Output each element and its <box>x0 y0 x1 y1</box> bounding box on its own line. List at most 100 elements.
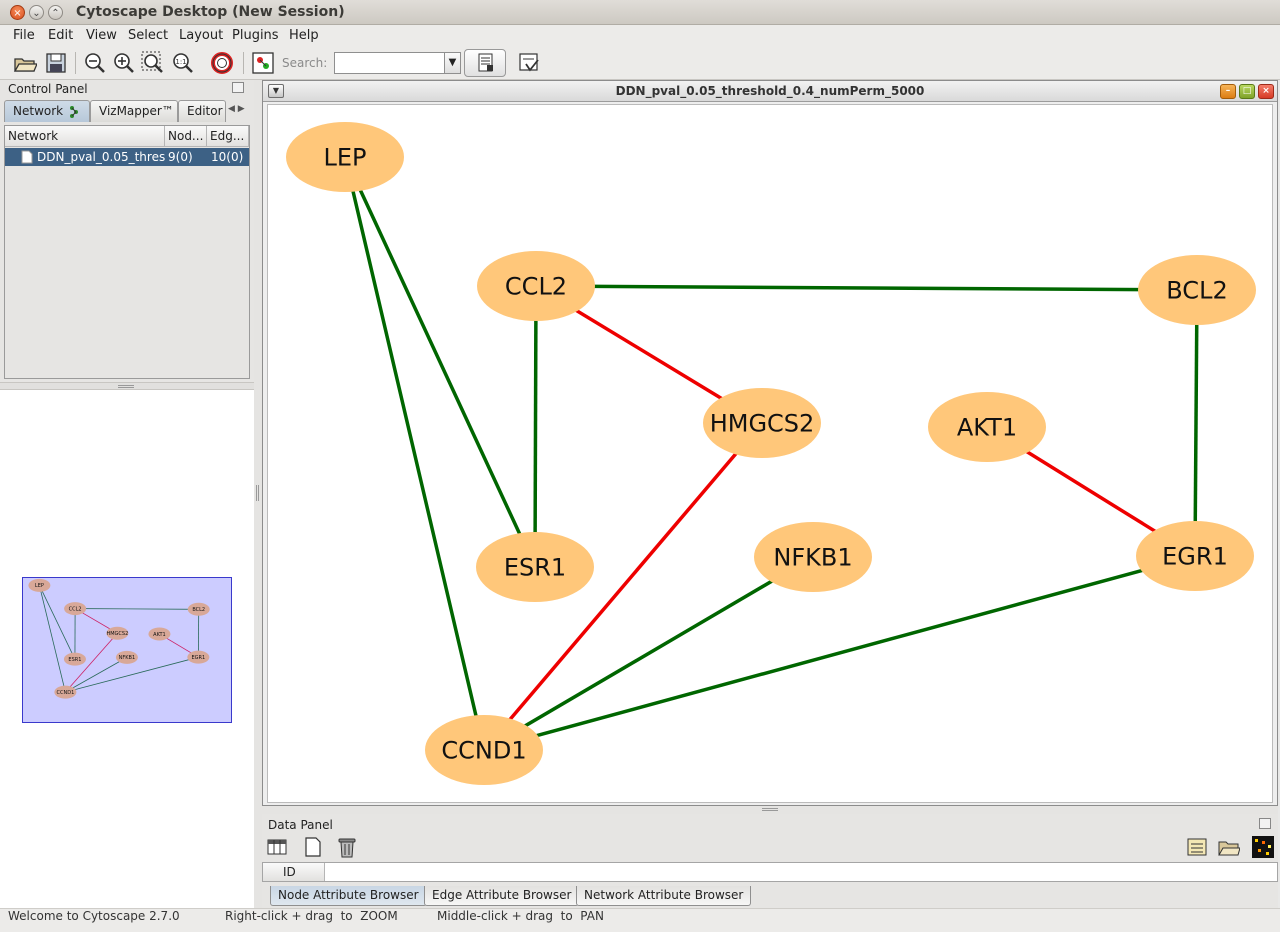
overview-node-ccl2: CCL2 <box>64 602 87 616</box>
heatmap-icon[interactable] <box>1252 836 1274 858</box>
overview-node-shape <box>148 627 171 641</box>
node-ccnd1[interactable]: CCND1 <box>425 715 543 785</box>
node-shape <box>425 715 543 785</box>
window-close-icon[interactable]: × <box>10 5 25 20</box>
overview-node-shape <box>115 650 138 664</box>
frame-close-icon[interactable]: × <box>1258 84 1274 99</box>
node-ccl2[interactable]: CCL2 <box>477 251 595 321</box>
column-network[interactable]: Network <box>5 126 165 147</box>
zoom-selected-icon[interactable] <box>141 51 165 75</box>
edge-ccl2-bcl2[interactable] <box>535 284 1198 292</box>
new-attribute-icon[interactable] <box>302 836 324 858</box>
node-lep[interactable]: LEP <box>286 122 404 192</box>
node-hmgcs2[interactable]: HMGCS2 <box>703 388 821 458</box>
node-shape <box>286 122 404 192</box>
splitter-grip <box>762 808 778 811</box>
frame-maximize-icon[interactable]: □ <box>1239 84 1255 99</box>
tab-editor[interactable]: Editor <box>178 100 226 122</box>
menu-bar: File Edit View Select Layout Plugins Hel… <box>0 25 1280 46</box>
splitter-grip <box>256 485 259 501</box>
menu-file[interactable]: File <box>13 28 35 43</box>
vizmapper-icon[interactable] <box>251 51 275 75</box>
open-folder-icon[interactable] <box>13 51 38 75</box>
node-bcl2[interactable]: BCL2 <box>1138 255 1256 325</box>
edge-ccl2-esr1[interactable] <box>533 285 538 568</box>
tab-vizmapper[interactable]: VizMapper™ <box>90 100 178 122</box>
overview-node-label: NFKB1 <box>119 655 136 661</box>
tab-network-attribute-browser[interactable]: Network Attribute Browser <box>576 886 752 906</box>
overview-node-esr1: ESR1 <box>63 652 86 666</box>
data-panel-splitter[interactable] <box>262 806 1278 814</box>
menu-select[interactable]: Select <box>128 28 169 43</box>
edge-lep-ccnd1[interactable] <box>343 156 486 751</box>
save-icon[interactable] <box>44 51 68 75</box>
frame-menu-icon[interactable]: ▼ <box>268 84 284 98</box>
network-tree-icon <box>69 105 78 118</box>
overview-node-ccnd1: CCND1 <box>54 685 77 699</box>
menu-view[interactable]: View <box>86 28 117 43</box>
splitter-grip <box>118 385 134 388</box>
zoom-in-icon[interactable] <box>112 51 136 75</box>
edge-lep-esr1[interactable] <box>343 156 537 568</box>
delete-attribute-icon[interactable] <box>336 836 358 858</box>
frame-minimize-icon[interactable]: – <box>1220 84 1236 99</box>
tab-node-attribute-browser[interactable]: Node Attribute Browser <box>270 886 427 906</box>
node-akt1[interactable]: AKT1 <box>928 392 1046 462</box>
node-esr1[interactable]: ESR1 <box>476 532 594 602</box>
toolbar-separator <box>243 52 244 74</box>
select-attributes-icon[interactable] <box>266 836 288 858</box>
attribute-filter-button[interactable] <box>464 49 506 77</box>
document-icon <box>21 150 33 164</box>
menu-layout[interactable]: Layout <box>179 28 224 43</box>
column-id[interactable]: ID <box>263 863 325 881</box>
edge-bcl2-egr1[interactable] <box>1193 289 1199 557</box>
node-label: CCND1 <box>441 737 526 765</box>
left-panel-splitter[interactable] <box>0 382 254 390</box>
column-nodes[interactable]: Nod... <box>165 126 207 147</box>
overview-node-hmgcs2: HMGCS2 <box>106 626 129 640</box>
edge-egr1-ccnd1[interactable] <box>483 554 1196 752</box>
node-label: ESR1 <box>504 554 566 582</box>
main-vertical-splitter[interactable] <box>254 80 262 908</box>
node-label: BCL2 <box>1166 277 1227 305</box>
attribute-table: ID <box>262 862 1278 882</box>
import-attributes-icon[interactable] <box>1186 836 1208 858</box>
zoom-out-icon[interactable] <box>83 51 107 75</box>
node-shape <box>754 522 872 592</box>
network-view-title-bar: ▼ DDN_pval_0.05_threshold_0.4_numPerm_50… <box>263 81 1277 102</box>
search-dropdown-arrow-icon[interactable]: ▼ <box>444 52 461 74</box>
menu-plugins[interactable]: Plugins <box>232 28 279 43</box>
open-folder-icon[interactable] <box>1218 836 1241 858</box>
tab-edge-attribute-browser[interactable]: Edge Attribute Browser <box>424 886 580 906</box>
edge-count-cell: 10(0) <box>211 150 244 164</box>
overview-node-egr1: EGR1 <box>187 650 210 664</box>
column-edges[interactable]: Edg... <box>207 126 249 147</box>
undock-panel-icon[interactable] <box>232 82 244 93</box>
window-minimize-icon[interactable]: ⌄ <box>29 5 44 20</box>
menu-edit[interactable]: Edit <box>48 28 74 43</box>
node-egr1[interactable]: EGR1 <box>1136 521 1254 591</box>
menu-help[interactable]: Help <box>289 28 319 43</box>
window-maximize-icon[interactable]: ⌃ <box>48 5 63 20</box>
tab-scroll-arrows-icon[interactable]: ◀ ▶ <box>228 104 245 114</box>
node-label: NFKB1 <box>773 544 852 572</box>
undock-panel-icon[interactable] <box>1259 818 1271 829</box>
overview-node-label: HMGCS2 <box>106 631 128 637</box>
overview-node-shape <box>63 652 86 666</box>
tab-network[interactable]: Network <box>4 100 90 122</box>
zoom-fit-icon[interactable]: 1:1 <box>171 51 195 75</box>
filter-edit-icon[interactable] <box>517 51 541 75</box>
node-nfkb1[interactable]: NFKB1 <box>754 522 872 592</box>
search-input[interactable] <box>334 52 446 74</box>
status-zoom-hint: Right-click + drag to ZOOM <box>225 909 398 923</box>
overview-node-lep: LEP <box>28 578 51 592</box>
edge-nfkb1-ccnd1[interactable] <box>483 555 814 752</box>
edge-hmgcs2-ccnd1[interactable] <box>482 421 764 752</box>
table-row[interactable]: DDN_pval_0.05_threshold_0.4_numPerm_5000… <box>5 148 249 166</box>
help-lifebuoy-icon[interactable] <box>210 51 234 75</box>
tab-editor-label: Editor <box>187 104 223 118</box>
